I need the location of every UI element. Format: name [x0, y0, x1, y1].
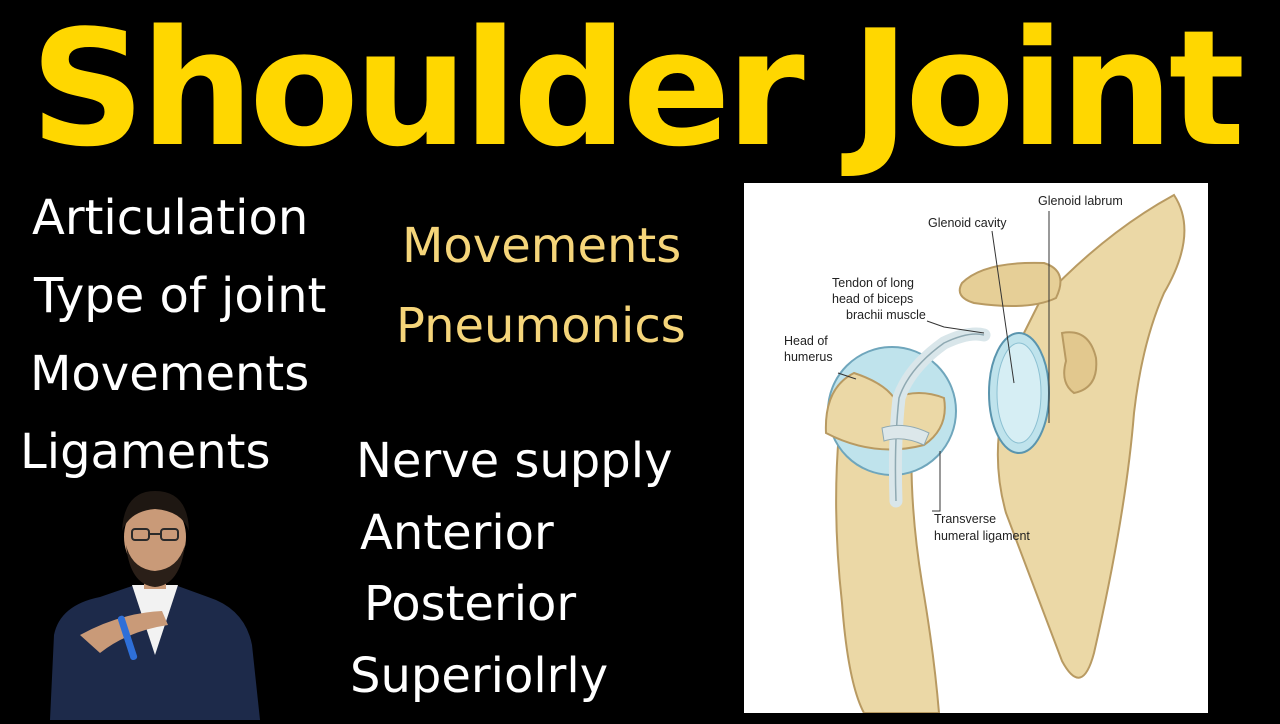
- page-title: Shoulder Joint: [30, 0, 1245, 182]
- label-glenoid-labrum: Glenoid labrum: [1038, 194, 1123, 208]
- humerus-shaft-shape: [835, 432, 941, 713]
- label-head-line1: Head of: [784, 334, 828, 348]
- shoulder-diagram: Glenoid cavity Glenoid labrum Tendon of …: [744, 183, 1208, 713]
- label-transverse-line2: humeral ligament: [934, 529, 1030, 543]
- label-tendon-line1: Tendon of long: [832, 276, 914, 290]
- transverse-ligament-shape: [881, 424, 930, 446]
- topic-pneumonics: Pneumonics: [396, 298, 686, 354]
- topic-nerve-supply: Nerve supply: [356, 433, 673, 489]
- topic-articulation: Articulation: [32, 190, 309, 246]
- presenter-figure: [50, 491, 260, 720]
- diagram-figure: Glenoid cavity Glenoid labrum Tendon of …: [784, 193, 1186, 713]
- topic-movements: Movements: [30, 346, 310, 402]
- topic-superiorly: Superiolrly: [350, 648, 609, 704]
- glenoid-labrum-shape: [996, 342, 1042, 444]
- presenter-image: [40, 485, 270, 724]
- topic-ligaments: Ligaments: [20, 424, 271, 480]
- topic-type-of-joint: Type of joint: [34, 268, 327, 324]
- label-head-line2: humerus: [784, 350, 833, 364]
- topic-anterior: Anterior: [360, 505, 554, 561]
- acromion-shape: [958, 261, 1062, 308]
- label-transverse-line1: Transverse: [934, 512, 996, 526]
- label-tendon-line2: head of biceps: [832, 292, 913, 306]
- label-glenoid-cavity: Glenoid cavity: [928, 216, 1007, 230]
- scapula-shape: [996, 193, 1186, 679]
- topic-posterior: Posterior: [364, 576, 577, 632]
- label-tendon-line3: brachii muscle: [846, 308, 926, 322]
- coracoid-shape: [1060, 331, 1098, 395]
- topic-movements-gold: Movements: [402, 218, 682, 274]
